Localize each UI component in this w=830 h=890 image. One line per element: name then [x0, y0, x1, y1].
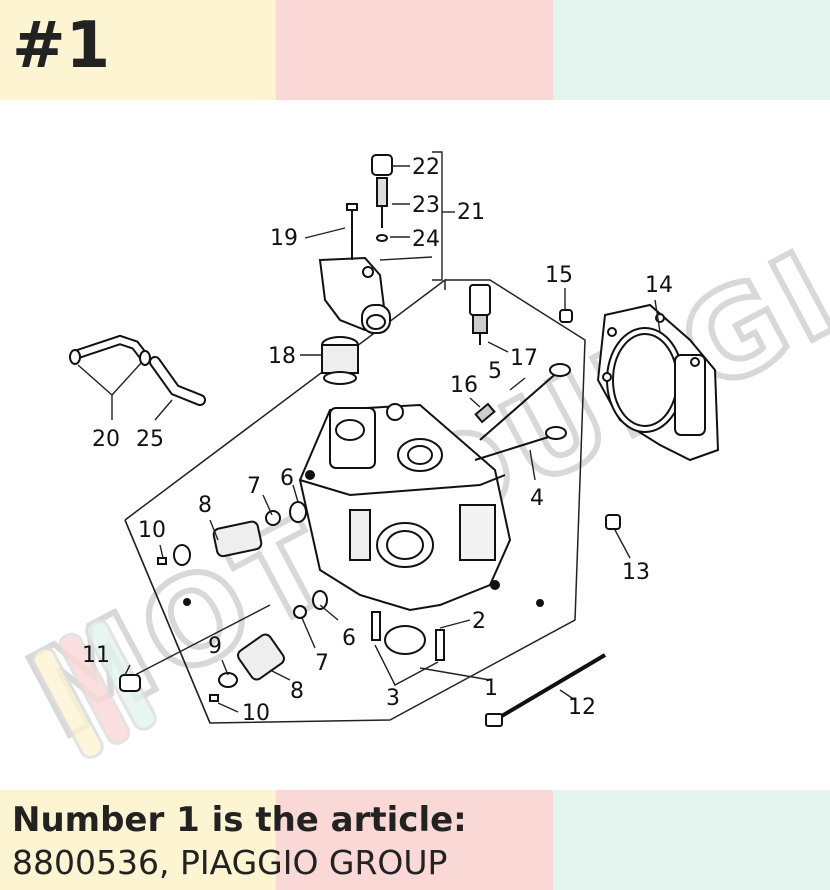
label-6a: 6	[280, 466, 294, 491]
thermostat-housing	[318, 154, 393, 334]
band-pink	[276, 790, 553, 890]
watermark-stripes	[32, 618, 157, 759]
label-9: 9	[208, 634, 222, 659]
label-21: 21	[457, 200, 485, 225]
valve-springs	[157, 501, 328, 702]
leader-lines	[77, 151, 661, 713]
label-20: 20	[92, 427, 120, 452]
exploded-parts-diagram: MOTODURGIA	[5, 151, 830, 769]
band-pink	[276, 0, 553, 100]
label-24: 24	[412, 227, 440, 252]
label-22: 22	[412, 155, 440, 180]
label-10a: 10	[138, 518, 166, 543]
band-mint	[553, 790, 830, 890]
label-17: 17	[510, 346, 538, 371]
hardware	[119, 309, 621, 727]
label-3: 3	[386, 686, 400, 711]
part-labels: 22 23 21 24 19 15 14 17 18 5 16 20 25 4 …	[82, 155, 673, 726]
thermostat	[321, 336, 359, 385]
label-16: 16	[450, 373, 478, 398]
label-18: 18	[268, 344, 296, 369]
label-6b: 6	[342, 626, 356, 651]
footer-headline: Number 1 is the article:	[12, 800, 467, 840]
head-gasket	[596, 303, 720, 462]
footer-article: 8800536, PIAGGIO GROUP	[12, 843, 448, 882]
label-4: 4	[530, 486, 544, 511]
assembly-frame	[124, 278, 586, 724]
label-23: 23	[412, 193, 440, 218]
label-14: 14	[645, 273, 673, 298]
valves	[474, 363, 571, 461]
label-7b: 7	[315, 651, 329, 676]
label-15: 15	[545, 263, 573, 288]
label-1: 1	[484, 676, 498, 701]
band-cream	[0, 0, 276, 100]
label-13: 13	[622, 560, 650, 585]
label-19: 19	[270, 226, 298, 251]
label-25: 25	[136, 427, 164, 452]
label-7a: 7	[247, 474, 261, 499]
label-12: 12	[568, 695, 596, 720]
band-cream	[0, 790, 276, 890]
cylinder-head	[298, 403, 512, 612]
item-number: #1	[12, 9, 111, 83]
label-5: 5	[488, 359, 502, 384]
footer-band	[0, 790, 830, 890]
temp-sensor	[469, 284, 491, 345]
label-8b: 8	[290, 679, 304, 704]
label-11: 11	[82, 643, 110, 668]
label-8a: 8	[198, 493, 212, 518]
band-mint	[553, 0, 830, 100]
label-10b: 10	[242, 701, 270, 726]
header-band	[0, 0, 830, 100]
coolant-pipes	[69, 334, 206, 406]
label-2: 2	[472, 609, 486, 634]
